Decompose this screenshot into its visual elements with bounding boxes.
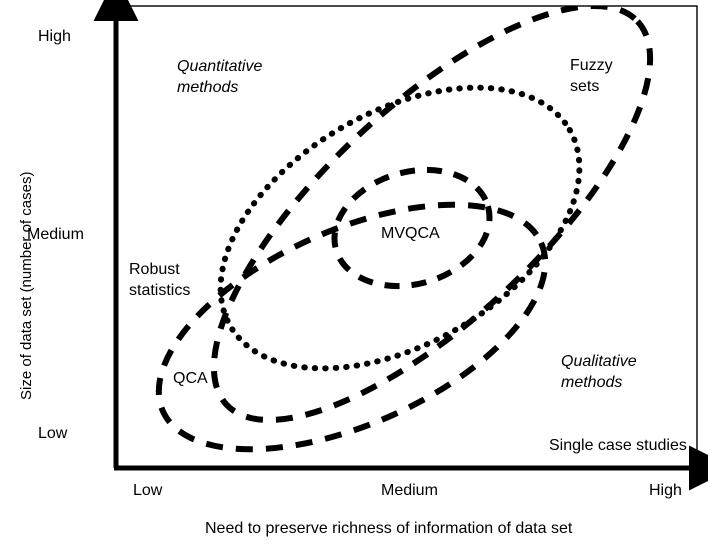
label-qualitative-methods-line2: methods [561, 374, 623, 391]
label-quantitative-methods-line2: methods [177, 79, 239, 96]
x-axis-title: Need to preserve richness of information… [205, 520, 573, 537]
label-single-case-studies: Single case studies [549, 437, 687, 454]
set-ellipse-quantitative-methods [217, 84, 583, 372]
set-ellipse-qca [155, 201, 549, 453]
label-qualitative-methods-line1: Qualitative [561, 353, 637, 370]
label-fuzzy-sets-line1: Fuzzy [570, 57, 613, 74]
label-fuzzy-sets-line2: sets [570, 78, 600, 95]
x-tick-low: Low [133, 482, 163, 499]
y-tick-high: High [38, 28, 71, 45]
y-axis-title: Size of data set (number of cases) [18, 171, 35, 400]
label-quantitative-methods-line1: Quantitative [177, 58, 263, 75]
x-tick-medium: Medium [381, 482, 438, 499]
set-ellipse-mvqca [331, 166, 493, 290]
label-robust-statistics-line2: statistics [129, 282, 191, 299]
label-robust-statistics-line1: Robust [129, 261, 180, 278]
y-tick-low: Low [38, 425, 68, 442]
label-qca: QCA [173, 370, 208, 387]
label-mvqca: MVQCA [381, 225, 440, 242]
x-tick-high: High [649, 482, 682, 499]
y-tick-medium: Medium [27, 226, 84, 243]
